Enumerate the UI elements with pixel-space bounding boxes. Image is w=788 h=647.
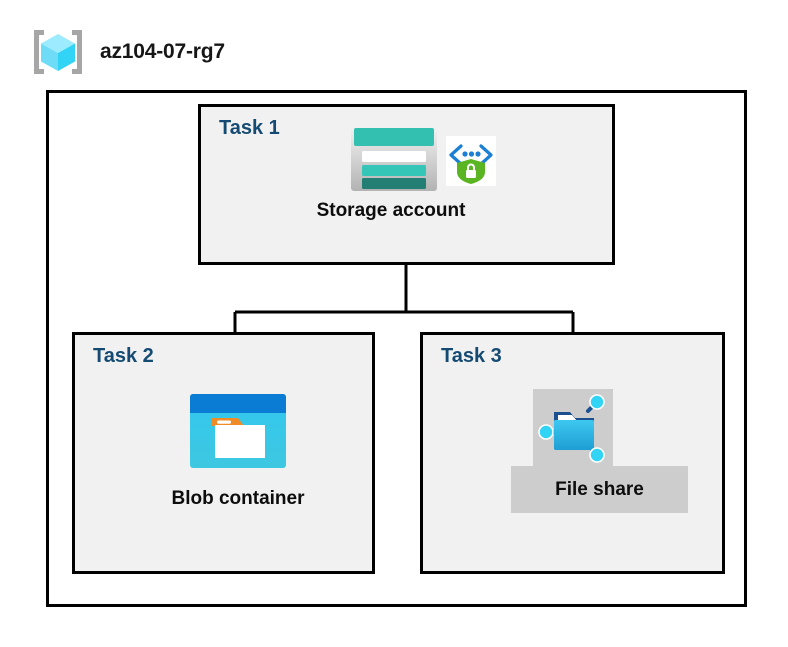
file-share-icon (538, 394, 605, 463)
task-1-label: Task 1 (219, 117, 280, 139)
task-3-label: Task 3 (441, 345, 502, 367)
resource-group-header: az104-07-rg7 (30, 27, 225, 77)
blob-container-icon (190, 394, 286, 468)
task-2-label: Task 2 (93, 345, 154, 367)
storage-account-icon (351, 127, 437, 191)
secure-endpoint-shield-icon (446, 136, 496, 186)
storage-account-node-label: Storage account (316, 200, 466, 221)
resource-group-cube-icon (34, 30, 82, 74)
file-share-node-label: File share (511, 466, 688, 513)
resource-group-name: az104-07-rg7 (100, 40, 225, 63)
blob-container-node-label: Blob container (171, 488, 305, 509)
